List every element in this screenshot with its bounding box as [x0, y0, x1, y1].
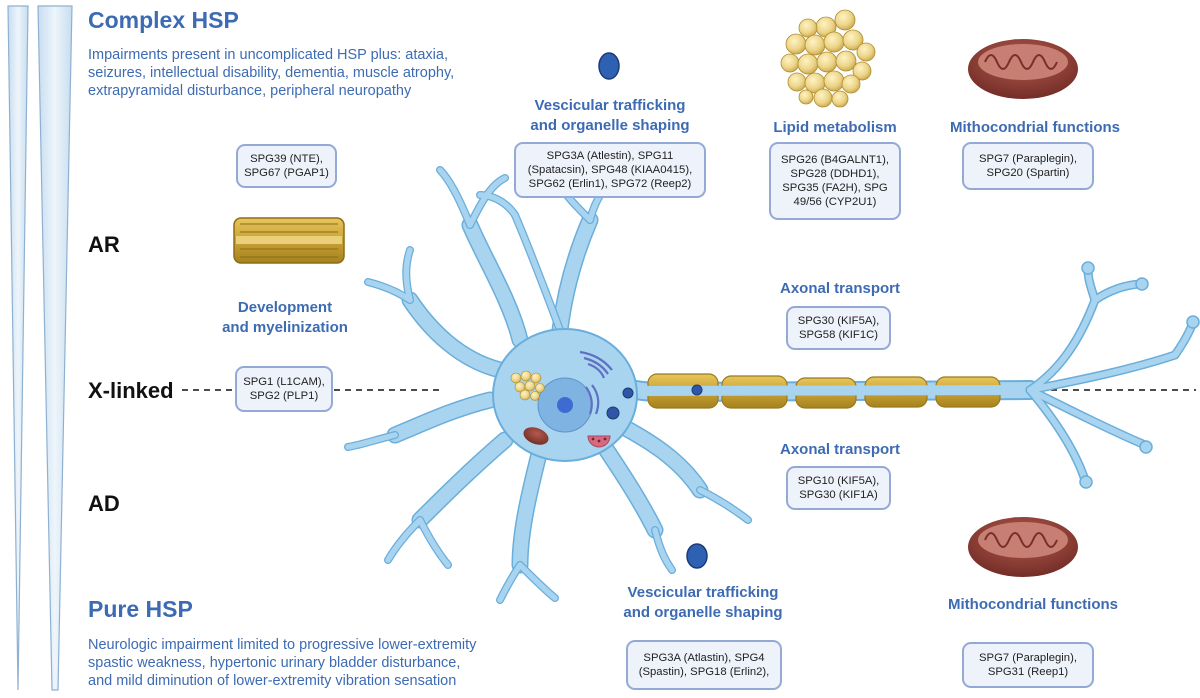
- vesicle-icon-top: [598, 52, 620, 80]
- category-lipid: Lipid metabolism: [773, 119, 897, 136]
- gene-box-lipid: SPG26 (B4GALNT1),SPG28 (DDHD1),SPG35 (FA…: [769, 142, 901, 220]
- nucleolus: [557, 397, 573, 413]
- category-axonal-top: Axonal transport: [779, 280, 900, 297]
- gene-box-axonal-bottom: SPG10 (KIF5A),SPG30 (KIF1A): [786, 466, 891, 510]
- category-vesicular-bottom: Vescicular trafficking and organelle sha…: [623, 584, 783, 621]
- wedge-right: [37, 5, 73, 691]
- gene-box-vesicular-bottom: SPG3A (Atlastin), SPG4(Spastin), SPG18 (…: [626, 640, 782, 690]
- pure-hsp-title: Pure HSP: [88, 596, 193, 622]
- category-mito-top: Mithocondrial functions: [950, 119, 1120, 136]
- gene-box-vesicular-top: SPG3A (Atlestin), SPG11(Spatacsin), SPG4…: [514, 142, 706, 198]
- gene-box-mito-bottom: SPG7 (Paraplegin),SPG31 (Reep1): [962, 642, 1094, 688]
- category-mito-bottom: Mithocondrial functions: [948, 596, 1118, 613]
- inheritance-ad: AD: [88, 491, 120, 516]
- complex-hsp-description: Impairments present in uncomplicated HSP…: [88, 47, 455, 99]
- vesicle-icon-bottom: [686, 543, 708, 569]
- gene-box-xlinked: SPG1 (L1CAM),SPG2 (PLP1): [235, 366, 333, 412]
- gene-box-ar-nte: SPG39 (NTE),SPG67 (PGAP1): [236, 144, 337, 188]
- mitochondrion-icon-top: [968, 39, 1078, 99]
- pure-hsp-description: Neurologic impairment limited to progres…: [88, 637, 477, 689]
- inheritance-ar: AR: [88, 232, 120, 257]
- gene-box-mito-top: SPG7 (Paraplegin),SPG20 (Spartin): [962, 142, 1094, 190]
- golgi-icon: [579, 350, 613, 415]
- category-development: Development and myelinization: [222, 299, 348, 336]
- soma-mitochondrion-icon: [523, 427, 549, 445]
- category-vesicular-top: Vescicular trafficking and organelle sha…: [530, 97, 690, 134]
- wedge-left: [7, 5, 29, 691]
- mitochondrion-icon-bottom: [968, 517, 1078, 577]
- lipid-droplets-icon: [780, 9, 876, 108]
- complex-hsp-title: Complex HSP: [88, 7, 239, 33]
- axon-terminals: [1025, 261, 1200, 489]
- transport-vesicles: [606, 384, 703, 420]
- category-axonal-bottom: Axonal transport: [779, 441, 900, 458]
- inheritance-xlinked: X-linked: [88, 378, 174, 403]
- soma-lipid-icon: [510, 370, 545, 401]
- gene-box-axonal-top: SPG30 (KIF5A),SPG58 (KIF1C): [786, 306, 891, 350]
- myelin-sheath-icon: [233, 217, 345, 264]
- severity-wedges: [7, 5, 73, 691]
